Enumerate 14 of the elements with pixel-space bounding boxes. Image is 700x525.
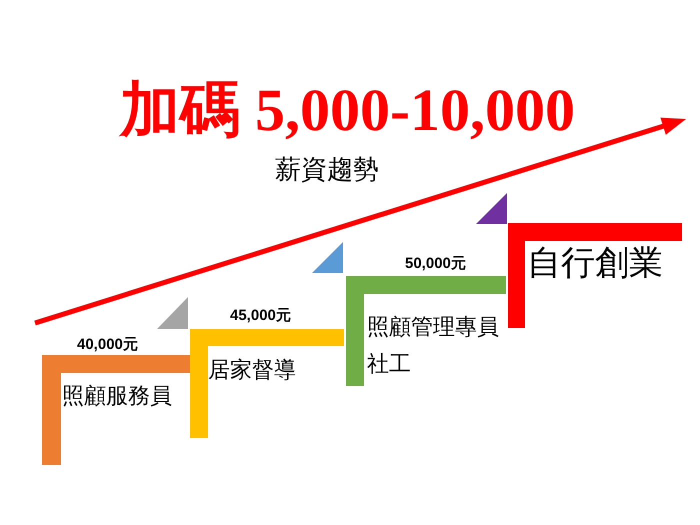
step-label: 照顧管理專員 — [367, 315, 499, 340]
step-label: 自行創業 — [527, 244, 663, 284]
salary-label: 40,000元 — [77, 336, 138, 354]
salary-label: 50,000元 — [405, 255, 466, 272]
step-shape — [42, 355, 190, 465]
salary-label: 45,000元 — [230, 307, 291, 324]
step-shape — [190, 329, 344, 438]
trend-label: 薪資趨勢 — [275, 156, 379, 185]
step-label: 居家督導 — [208, 358, 296, 384]
step-label: 社工 — [367, 352, 411, 378]
title: 加碼 5,000-10,000 — [120, 80, 575, 140]
step-label: 照顧服務員 — [62, 384, 172, 410]
step-shape — [508, 223, 682, 328]
step-shape — [346, 276, 506, 386]
